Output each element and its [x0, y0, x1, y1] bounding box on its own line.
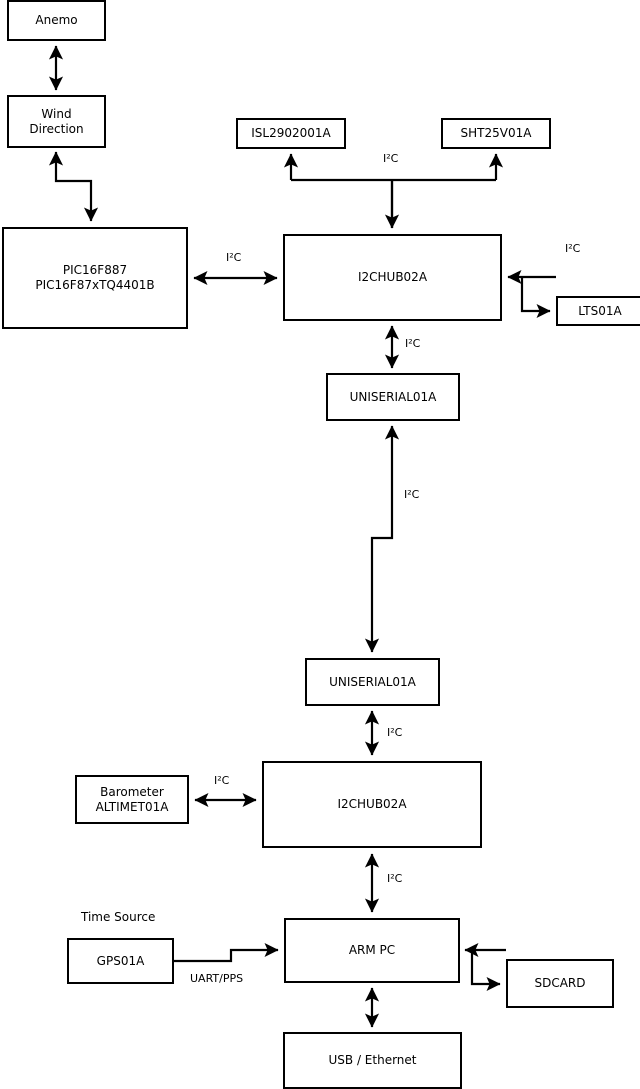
edge-label-gps-armpc: UART/PPS	[190, 972, 244, 985]
node-i2chub02a-top[interactable]: I2CHUB02A	[283, 234, 502, 321]
edge-label-hub2-armpc: I²C	[387, 872, 403, 885]
edge-label-baro-hub2: I²C	[214, 774, 230, 787]
node-usb-ethernet[interactable]: USB / Ethernet	[283, 1032, 462, 1089]
node-barometer-altimet01a[interactable]: Barometer ALTIMET01A	[75, 775, 189, 824]
edge-label-uniserial-hub2: I²C	[387, 726, 403, 739]
edge-label-sensors-hub: I²C	[383, 152, 399, 165]
edge-label-hub-lts: I²C	[565, 242, 581, 255]
node-uniserial01a-bottom[interactable]: UNISERIAL01A	[305, 658, 440, 706]
node-gps01a[interactable]: GPS01A	[67, 938, 174, 984]
node-sdcard[interactable]: SDCARD	[506, 959, 614, 1008]
node-wind-direction[interactable]: Wind Direction	[7, 95, 106, 148]
connector-gps-armpc	[173, 942, 279, 963]
connector-hubtop-lts-out	[520, 277, 551, 319]
label-time-source: Time Source	[81, 910, 156, 924]
edge-label-pic-hub: I²C	[226, 251, 242, 264]
connector-pic-wind	[48, 151, 99, 222]
connector-armpc-sdcard-out	[470, 950, 501, 992]
node-anemo[interactable]: Anemo	[7, 0, 106, 41]
node-sht25v01a[interactable]: SHT25V01A	[441, 118, 551, 149]
node-i2chub02a-bottom[interactable]: I2CHUB02A	[262, 761, 482, 848]
node-pic-microcontroller[interactable]: PIC16F887 PIC16F87xTQ4401B	[2, 227, 188, 329]
edge-label-hub-uniserial: I²C	[405, 337, 421, 350]
node-lts01a[interactable]: LTS01A	[556, 296, 640, 326]
edge-label-uniserial-link: I²C	[404, 488, 420, 501]
node-arm-pc[interactable]: ARM PC	[284, 918, 460, 983]
node-uniserial01a-top[interactable]: UNISERIAL01A	[326, 373, 460, 421]
connector-uniserial-link	[364, 425, 400, 653]
node-isl2902001a[interactable]: ISL2902001A	[236, 118, 346, 149]
